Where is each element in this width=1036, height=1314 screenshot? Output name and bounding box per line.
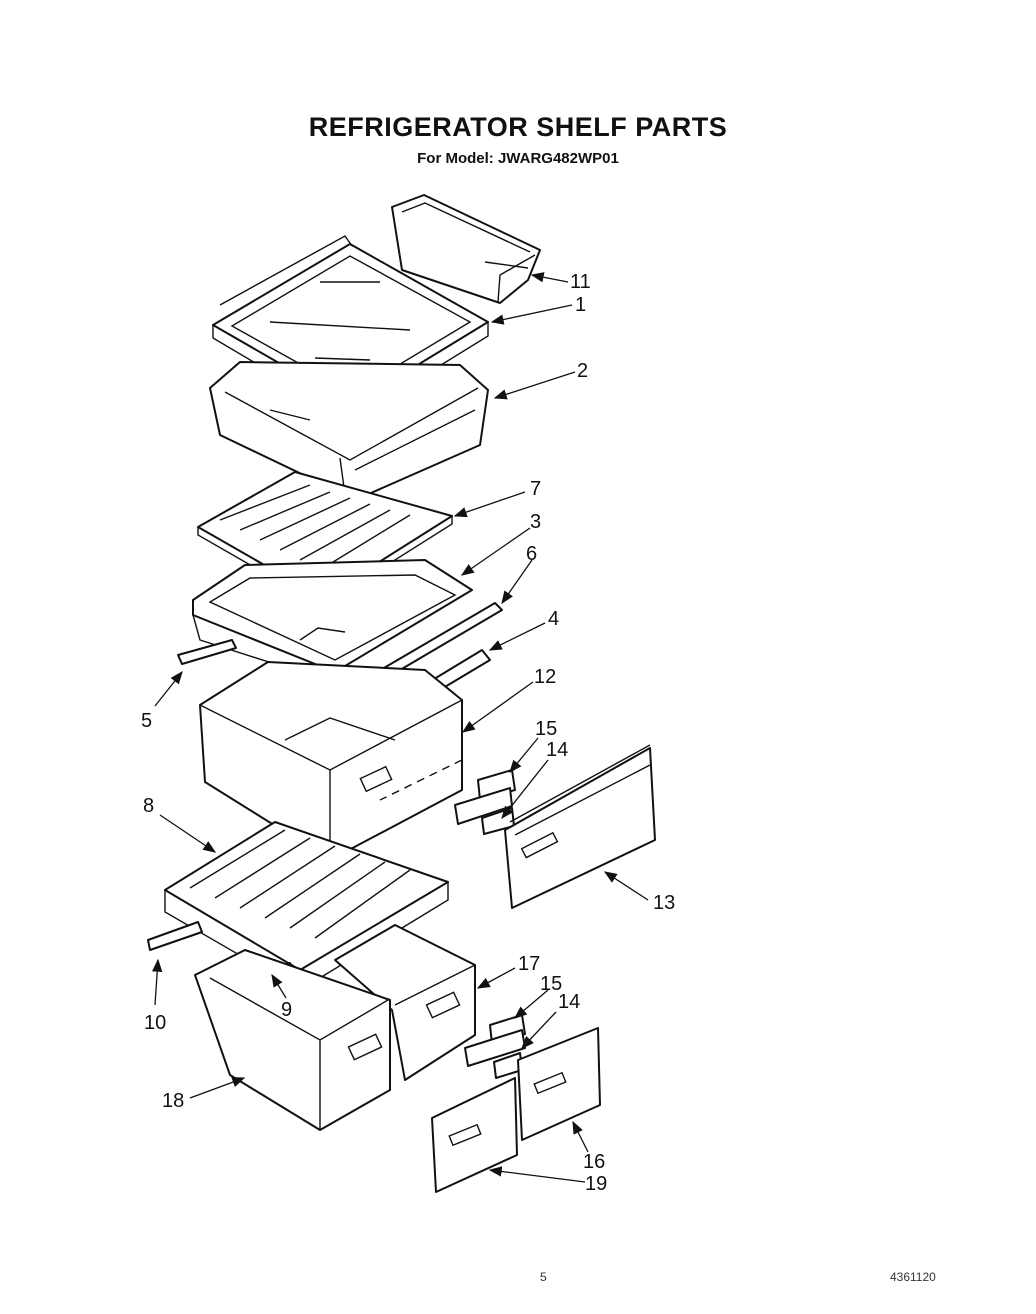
callout-label: 1 [575,294,586,316]
callout-label: 6 [526,543,537,565]
part-10-rail [147,921,203,951]
callout-label: 12 [534,666,556,688]
part-19-front [431,1077,518,1193]
page-number: 5 [540,1270,547,1284]
callout-label: 14 [558,991,580,1013]
callout-label: 18 [162,1090,184,1112]
part-2-frame [209,361,489,501]
callout-label: 10 [144,1012,166,1034]
callout-label: 19 [585,1173,607,1195]
part-11-bin [391,194,541,304]
page-title: REFRIGERATOR SHELF PARTS [308,112,728,142]
callout-label: 15 [540,973,562,995]
part-5-rail [177,639,237,665]
callout-label: 4 [548,608,559,630]
part-17-drawer [334,924,476,1081]
callout-label: 13 [653,892,675,914]
part-18-drawer [194,949,391,1131]
callout-label: 2 [577,360,588,382]
callout-label: 9 [281,999,292,1021]
callout-label: 17 [518,953,540,975]
model-subtitle: For Model: JWARG482WP01 [417,150,619,167]
part-3-frame [192,559,473,681]
document-code: 4361120 [890,1270,936,1284]
callout-label: 16 [583,1151,605,1173]
callout-label: 7 [530,478,541,500]
callout-label: 15 [535,718,557,740]
callout-label: 5 [141,710,152,732]
callout-label: 14 [546,739,568,761]
part-14-slide-lower [464,1029,526,1079]
leader-lines [152,272,649,1183]
part-16-front [517,1027,601,1141]
callout-labels: 11 1 2 7 3 6 4 5 12 15 14 13 8 17 15 14 … [141,271,675,1195]
part-13-front [504,744,656,909]
callout-label: 3 [530,511,541,533]
callout-label: 8 [143,795,154,817]
part-12-drawer [199,661,463,861]
part-14-slide-upper [454,787,515,835]
callout-label: 11 [570,271,591,293]
